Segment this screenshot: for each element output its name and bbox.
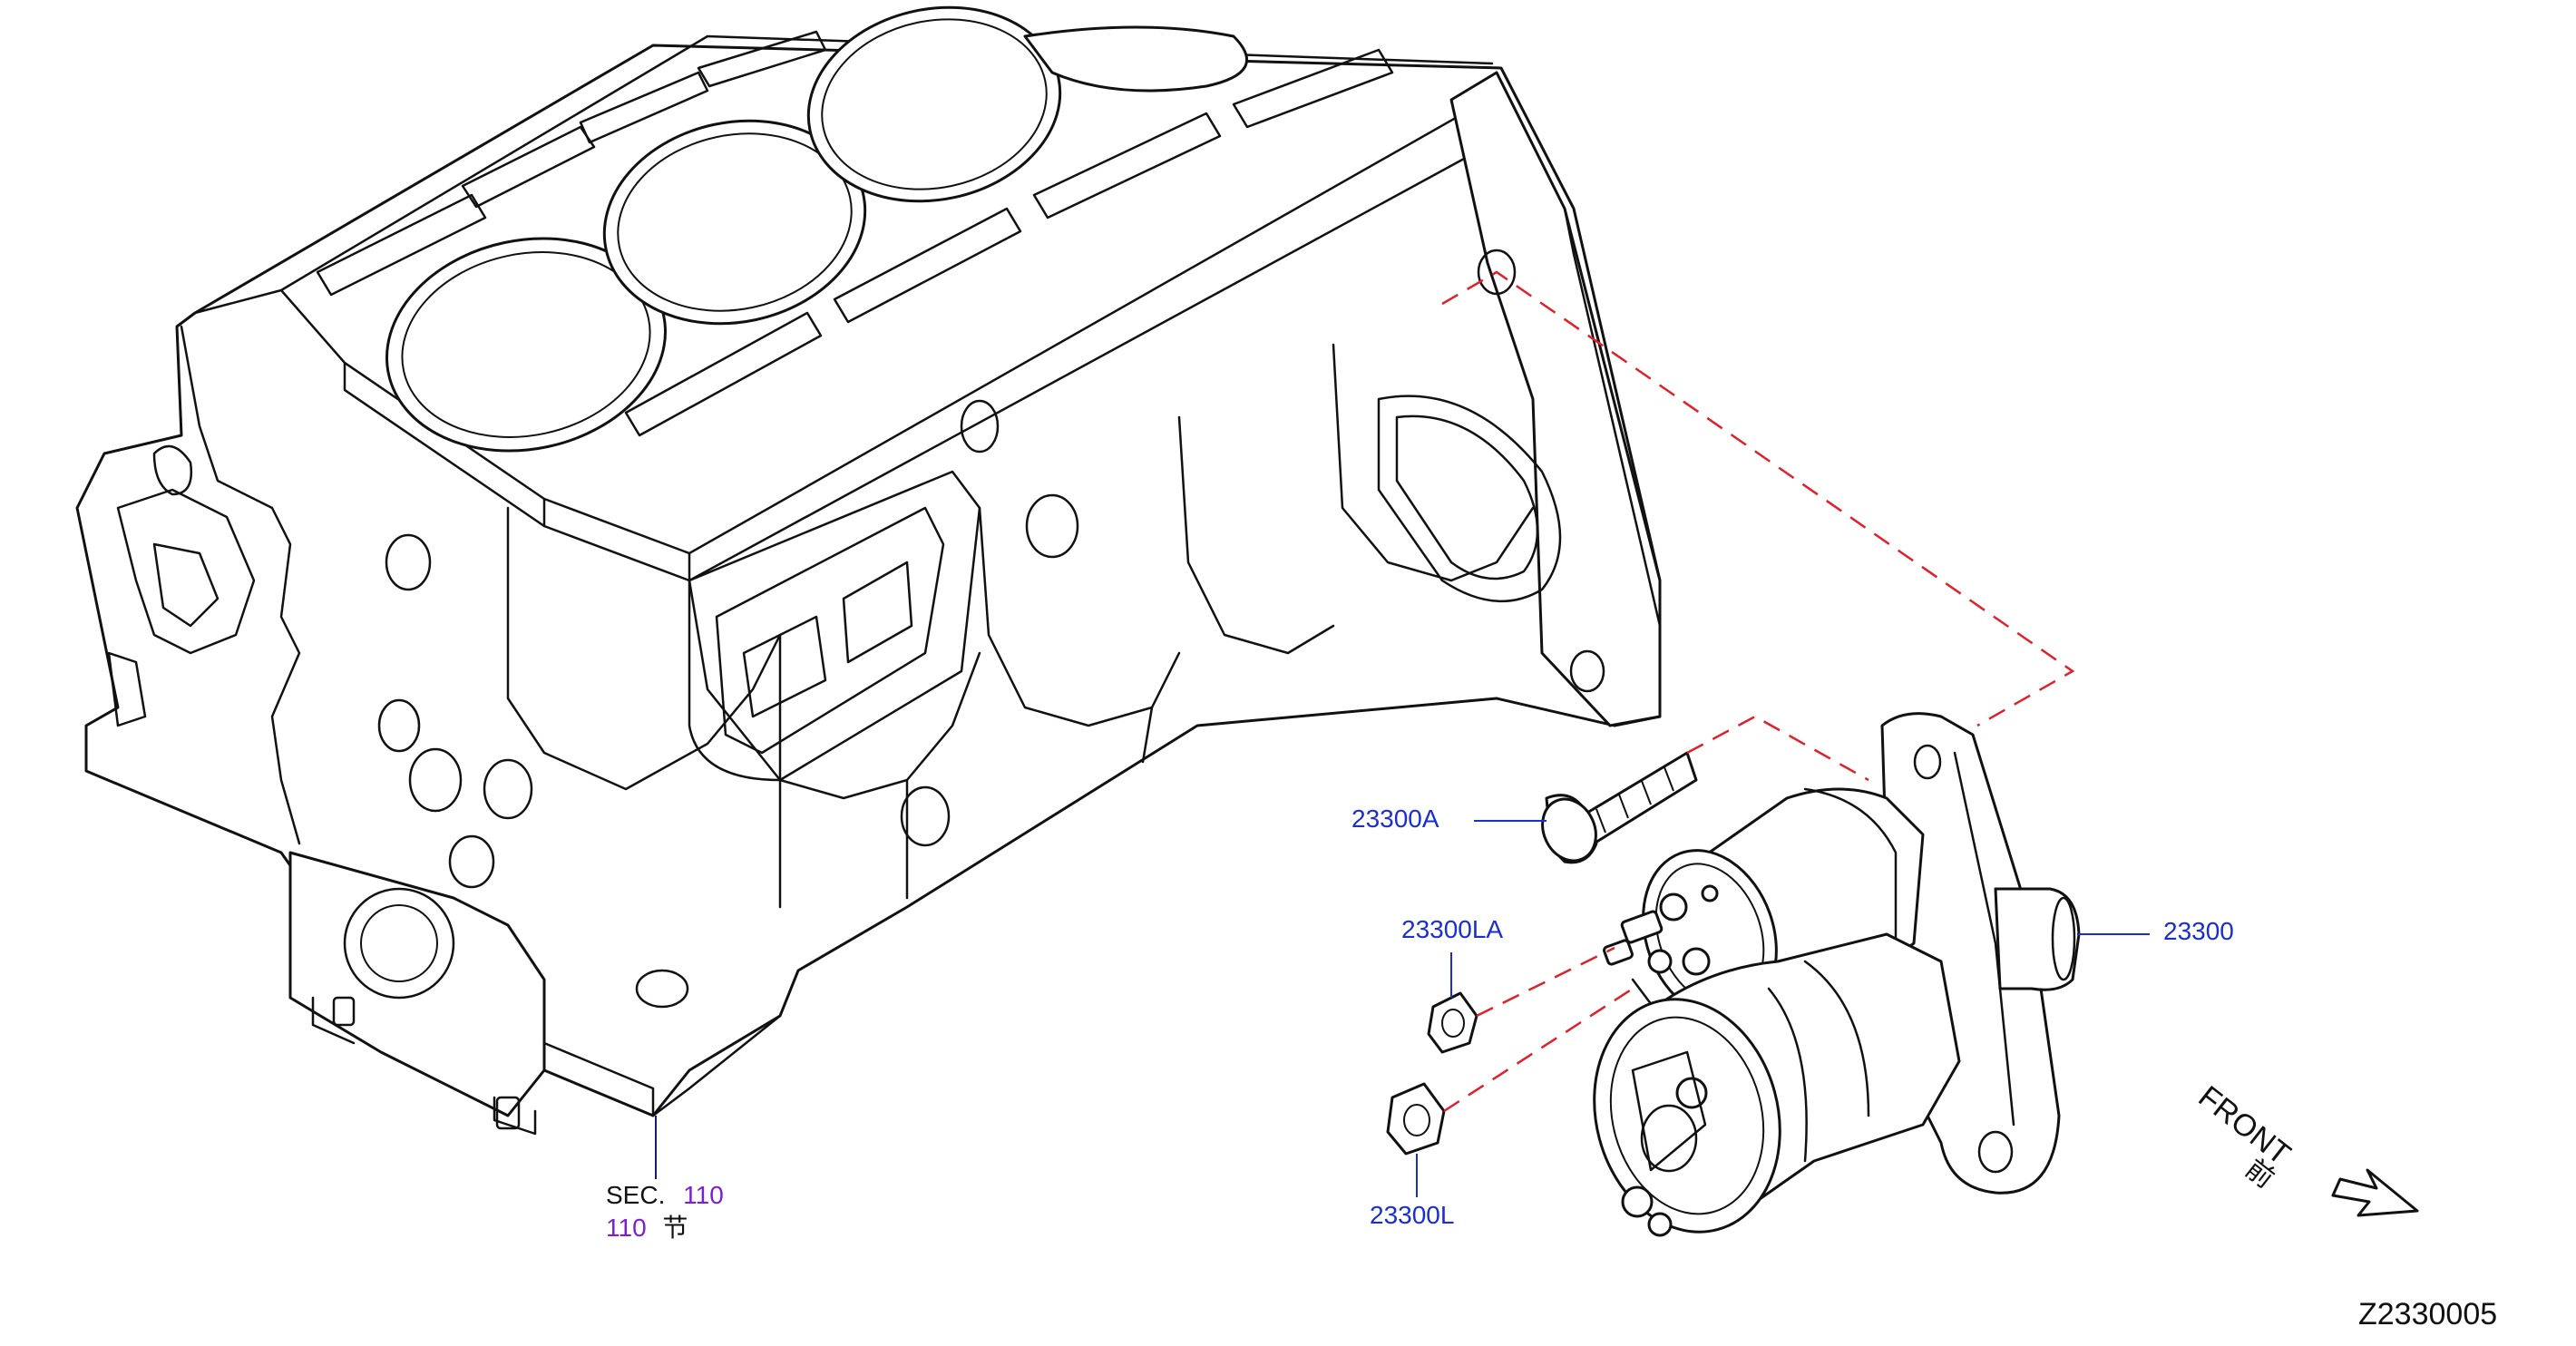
part-label-nut-lower: 23300L — [1370, 1201, 1455, 1229]
part-label-starter: 23300 — [2163, 917, 2234, 945]
nut-lower — [1386, 1082, 1446, 1156]
starter-motor — [1593, 712, 2081, 1237]
mounting-bolt — [1541, 751, 1698, 864]
section-cjk-char: 节 — [662, 1214, 688, 1242]
section-number-cjk: 110 — [606, 1214, 647, 1242]
section-number: 110 — [683, 1181, 724, 1209]
section-reference: SEC. 110 110 节 — [606, 1179, 724, 1244]
section-prefix: SEC. — [606, 1181, 666, 1209]
part-label-nut-upper: 23300LA — [1401, 915, 1504, 943]
figure-code: Z2330005 — [2358, 1297, 2498, 1331]
engine-block — [75, 5, 1662, 1136]
part-label-bolt: 23300A — [1351, 805, 1439, 833]
nut-upper — [1427, 991, 1478, 1054]
leader-lines — [655, 820, 2150, 1197]
front-arrow-icon — [2331, 1168, 2419, 1217]
assembly-guide-lines — [1441, 270, 2075, 1113]
